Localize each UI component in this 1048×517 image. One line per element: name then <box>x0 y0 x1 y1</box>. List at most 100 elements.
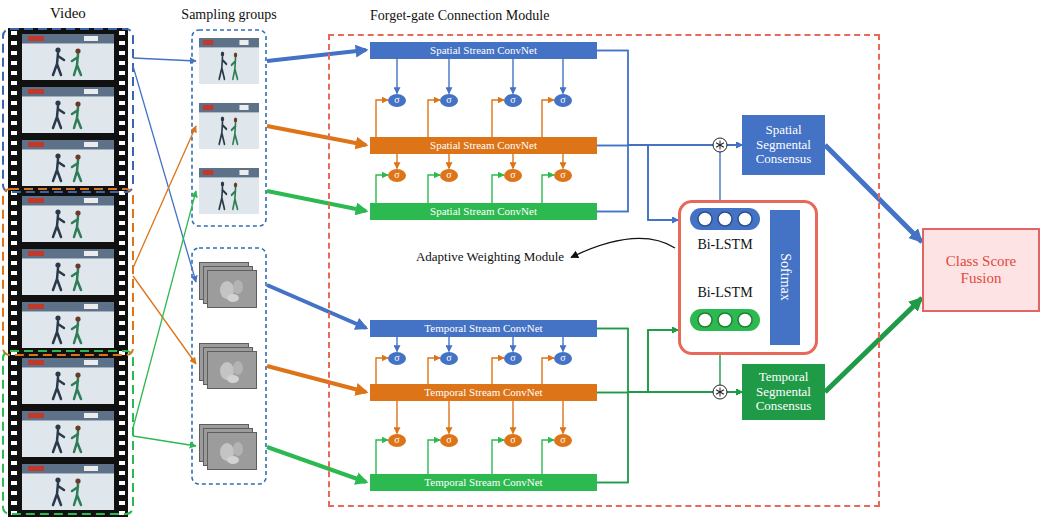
connector <box>512 154 513 169</box>
connector <box>492 358 504 384</box>
node-label: σ <box>510 435 515 445</box>
flow-frame <box>208 352 257 389</box>
sampling-line <box>133 58 196 61</box>
weighting-box: Bi-LSTMBi-LSTMSoftmax <box>678 200 818 355</box>
convnet-box: Temporal Stream ConvNet <box>370 384 597 401</box>
node-label: Spatial Stream ConvNet <box>430 44 537 57</box>
connector <box>720 145 742 200</box>
node-label: Temporal Stream ConvNet <box>424 322 542 335</box>
connector <box>512 401 513 434</box>
bilstm-cell <box>698 212 712 226</box>
gate-ellipse: σ <box>554 169 572 182</box>
node-label: Forget-gate Connection Module <box>370 8 549 24</box>
connector <box>492 440 504 474</box>
consensus-box: Spatial Segmental Consensus <box>742 115 825 175</box>
convnet-box: Spatial Stream ConvNet <box>370 203 597 220</box>
sampling-line <box>133 191 196 428</box>
film-base <box>8 28 128 517</box>
gate-ellipse: σ <box>388 434 406 447</box>
gate-ellipse: σ <box>504 352 522 365</box>
connector <box>448 154 449 169</box>
connector <box>448 401 449 434</box>
gate-ellipse: σ <box>440 434 458 447</box>
connector <box>512 337 513 352</box>
flow-frame <box>208 271 257 308</box>
gate-ellipse: σ <box>504 434 522 447</box>
segment-box <box>3 189 133 355</box>
film-strip <box>8 28 128 517</box>
connector <box>597 330 678 393</box>
bilstm-cell <box>698 313 712 327</box>
video-frame <box>22 302 114 348</box>
node-label: Class Score Fusion <box>936 253 1026 288</box>
segment-box <box>3 29 133 192</box>
connector <box>825 298 922 392</box>
connector <box>396 337 397 352</box>
connector <box>512 59 513 94</box>
connector <box>428 358 440 384</box>
connector <box>396 401 397 434</box>
caption-label: Adaptive Weighting Module <box>415 250 565 265</box>
gate-ellipse: σ <box>554 94 572 107</box>
rgb-frame <box>199 103 259 149</box>
video-frame <box>22 196 114 242</box>
gate-ellipse: σ <box>440 94 458 107</box>
gate-ellipse: σ <box>440 169 458 182</box>
node-label: σ <box>510 353 515 363</box>
rgb-frame <box>199 38 259 84</box>
node-label: Softmax <box>777 254 793 301</box>
node-label: Spatial Stream ConvNet <box>430 139 537 152</box>
node-label: σ <box>510 95 515 105</box>
connector <box>597 51 742 146</box>
video-frame <box>22 249 114 295</box>
connector <box>597 392 742 483</box>
bilstm-cell <box>738 313 752 327</box>
gate-ellipse: σ <box>554 434 572 447</box>
connector <box>597 145 678 220</box>
input-arrow <box>267 366 366 392</box>
connector <box>448 59 449 94</box>
node-label: σ <box>394 170 399 180</box>
bilstm-cell <box>718 313 732 327</box>
gate-ellipse: σ <box>388 169 406 182</box>
node-label: σ <box>394 435 399 445</box>
fusion-box: Class Score Fusion <box>922 228 1040 312</box>
connector <box>448 337 449 352</box>
node-label: σ <box>446 435 451 445</box>
multiply-symbol <box>713 138 727 152</box>
bilstm-bar <box>690 208 760 230</box>
gate-ellipse: σ <box>504 94 522 107</box>
connector <box>428 175 440 203</box>
gate-ellipse: σ <box>440 352 458 365</box>
connector <box>597 329 678 393</box>
sampling-box <box>192 30 266 226</box>
node-label: Temporal Stream ConvNet <box>424 476 542 489</box>
sampling-line <box>133 66 196 282</box>
connector <box>562 59 563 94</box>
node-label: σ <box>560 170 565 180</box>
connector <box>396 59 397 94</box>
gate-ellipse: σ <box>504 169 522 182</box>
node-label: σ <box>560 95 565 105</box>
node-label: σ <box>394 95 399 105</box>
sampling-line <box>133 126 196 268</box>
connector <box>542 440 554 474</box>
softmax-box: Softmax <box>770 210 800 345</box>
connector <box>492 175 504 203</box>
connector <box>542 358 554 384</box>
sampling-box <box>192 248 266 484</box>
sampling-boxes <box>192 30 266 484</box>
gate-ellipse: σ <box>554 352 572 365</box>
connector <box>597 330 678 483</box>
connector <box>597 51 678 221</box>
gate-ellipse: σ <box>388 94 406 107</box>
connector <box>396 154 397 169</box>
rgb-frame <box>199 168 259 214</box>
flow-frame <box>208 433 257 470</box>
connector <box>376 358 388 384</box>
convnet-box: Temporal Stream ConvNet <box>370 474 597 491</box>
node-label: Spatial Segmental Consensus <box>742 123 825 168</box>
video-frame <box>22 87 114 133</box>
input-arrow <box>267 126 366 145</box>
node-label: σ <box>510 170 515 180</box>
